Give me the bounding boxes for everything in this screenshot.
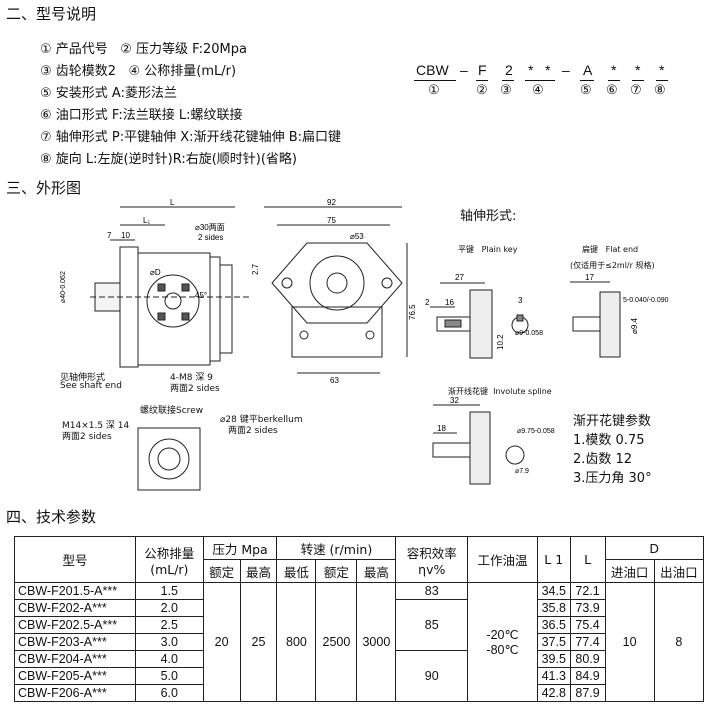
model-desc-line-4: ⑥ 油口形式 F:法兰联接 L:螺纹联接 bbox=[40, 108, 243, 123]
d28-sides-label: 两面2 sides bbox=[228, 426, 278, 436]
svg-text:2 sides: 2 sides bbox=[198, 233, 223, 242]
svg-text:76.5: 76.5 bbox=[408, 304, 417, 320]
svg-text:⌀40-0.062: ⌀40-0.062 bbox=[60, 271, 67, 303]
table-row: CBW-F203-A*** 3.0 37.5 77.4 bbox=[14, 633, 704, 651]
shaft-forms-title: 轴伸形式: bbox=[460, 209, 517, 224]
see-shaft-en: See shaft end bbox=[60, 381, 122, 391]
d28-label: ⌀28 键平berkellum bbox=[220, 415, 303, 425]
screw-port-view-drawing bbox=[137, 427, 201, 491]
plain-key-shaft-drawing: 27 2 16 3 10.2 ⌀9-0.058 bbox=[425, 273, 543, 359]
table-row: CBW-F205-A*** 5.0 41.3 84.9 bbox=[14, 667, 704, 685]
temp-range: -20℃-80℃ bbox=[467, 582, 538, 702]
table-row: CBW-F202.5-A*** 2.5 36.5 75.4 bbox=[14, 616, 704, 634]
header-pressure: 压力 Mpa bbox=[202, 536, 278, 560]
spline-param-row: 2.齿数 12 bbox=[573, 452, 633, 467]
svg-text:L₁: L₁ bbox=[143, 216, 150, 225]
m8-label-cn: 4-M8 深 9 bbox=[170, 373, 213, 383]
flat-end-label: 扁键 Flat end bbox=[582, 245, 639, 254]
spline-params-title: 渐开花键参数 bbox=[573, 414, 652, 429]
svg-text:⌀7.9: ⌀7.9 bbox=[515, 468, 529, 475]
see-shaft-cn: 见轴伸形式 bbox=[60, 373, 106, 383]
model-desc-line-5: ⑦ 轴伸形式 P:平键轴伸 X:渐开线花键轴伸 B:扁口键 bbox=[40, 130, 341, 145]
svg-text:63: 63 bbox=[330, 376, 339, 385]
svg-text:L: L bbox=[170, 198, 175, 207]
model-desc-line-6: ⑧ 旋向 L:左旋(逆时针)R:右旋(顺时针)(省略) bbox=[40, 152, 297, 167]
svg-text:⌀9.4: ⌀9.4 bbox=[630, 318, 639, 334]
svg-text:17: 17 bbox=[585, 273, 594, 282]
flat-end-note: (仅适用于≤2ml/r 规格) bbox=[570, 261, 655, 270]
model-desc-line-3: ⑤ 安装形式 A:菱形法兰 bbox=[40, 86, 177, 101]
svg-text:27: 27 bbox=[455, 273, 464, 282]
header-temp: 工作油温 bbox=[467, 536, 538, 583]
svg-text:45°: 45° bbox=[195, 291, 207, 300]
m14-label: M14×1.5 深 14 bbox=[62, 421, 130, 431]
svg-text:3: 3 bbox=[518, 296, 523, 305]
header-speed-rated: 额定 bbox=[315, 559, 358, 583]
header-speed-min: 最低 bbox=[276, 559, 317, 583]
table-row: CBW-F206-A*** 6.0 42.8 87.9 bbox=[14, 684, 704, 702]
spline-params: 渐开花键参数 1.模数 0.75 2.齿数 12 3.压力角 30° bbox=[573, 412, 652, 488]
flat-end-shaft-drawing: 17 5-0.040/-0.090 ⌀9.4 bbox=[570, 273, 669, 358]
svg-text:75: 75 bbox=[327, 216, 336, 225]
m8-label-en: 两面2 sides bbox=[170, 384, 220, 394]
svg-text:⌀9-0.058: ⌀9-0.058 bbox=[515, 330, 543, 337]
svg-text:2.7: 2.7 bbox=[252, 263, 260, 275]
svg-text:92: 92 bbox=[327, 198, 336, 207]
model-desc-line-2: ③ 齿轮模数2 ④ 公称排量(mL/r) bbox=[40, 64, 237, 79]
header-displacement: 公称排量(mL/r) bbox=[134, 536, 204, 583]
svg-text:10: 10 bbox=[121, 231, 130, 240]
svg-text:5-0.040/-0.090: 5-0.040/-0.090 bbox=[623, 297, 669, 304]
model-desc-line-1: ① 产品代号 ② 压力等级 F:20Mpa bbox=[40, 42, 247, 57]
table-row: CBW-F204-A*** 4.0 90 39.5 80.9 bbox=[14, 650, 704, 702]
svg-text:32: 32 bbox=[450, 397, 459, 405]
section-title-model: 二、型号说明 bbox=[6, 5, 97, 23]
svg-text:⌀53: ⌀53 bbox=[350, 232, 364, 241]
svg-text:⌀D: ⌀D bbox=[150, 268, 161, 277]
header-pressure-rated: 额定 bbox=[202, 559, 241, 583]
header-outlet: 出油口 bbox=[653, 559, 705, 583]
header-inlet: 进油口 bbox=[604, 559, 655, 583]
spline-param-row: 3.压力角 30° bbox=[573, 471, 652, 486]
section-title-outline: 三、外形图 bbox=[6, 179, 82, 197]
header-pressure-max: 最高 bbox=[239, 559, 278, 583]
spline-shaft-drawing: 32 18 ⌀9.75-0.058 ⌀7.9 bbox=[432, 397, 555, 485]
spline-label: 渐开线花键 Involute spline bbox=[448, 387, 552, 396]
svg-text:2: 2 bbox=[425, 298, 430, 307]
header-L1: L 1 bbox=[536, 536, 571, 583]
svg-text:7: 7 bbox=[107, 231, 112, 240]
screw-label: 螺纹联接Screw bbox=[140, 406, 204, 416]
header-L: L bbox=[569, 536, 606, 583]
model-code-diagram: CBW – F 2 * * – A * * * ① ② ③ ④ ⑤ ⑥ ⑦ ⑧ bbox=[410, 62, 690, 102]
svg-text:16: 16 bbox=[445, 298, 454, 307]
m14-sides-label: 两面2 sides bbox=[62, 432, 112, 442]
header-D: D bbox=[604, 536, 704, 560]
pump-side-view-drawing: L L₁ 7 10 ⌀30两面 2 sides ⌀D 45° ⌀40-0.062 bbox=[60, 198, 250, 368]
section-title-specs: 四、技术参数 bbox=[6, 508, 97, 526]
svg-text:18: 18 bbox=[437, 424, 446, 433]
plain-key-label: 平键 Plain key bbox=[458, 245, 518, 254]
header-model: 型号 bbox=[14, 536, 136, 583]
header-speed: 转速 (r/min) bbox=[276, 536, 397, 560]
pump-front-view-drawing: 92 75 ⌀53 2.7 76.5 63 bbox=[252, 198, 417, 385]
svg-text:⌀30两面: ⌀30两面 bbox=[195, 223, 225, 232]
table-row: CBW-F201.5-A*** 1.5 20 25 800 2500 3000 … bbox=[14, 582, 705, 702]
spline-param-row: 1.模数 0.75 bbox=[573, 433, 645, 448]
svg-text:⌀9.75-0.058: ⌀9.75-0.058 bbox=[517, 428, 555, 435]
svg-text:10.2: 10.2 bbox=[496, 334, 505, 350]
header-speed-max: 最高 bbox=[356, 559, 397, 583]
